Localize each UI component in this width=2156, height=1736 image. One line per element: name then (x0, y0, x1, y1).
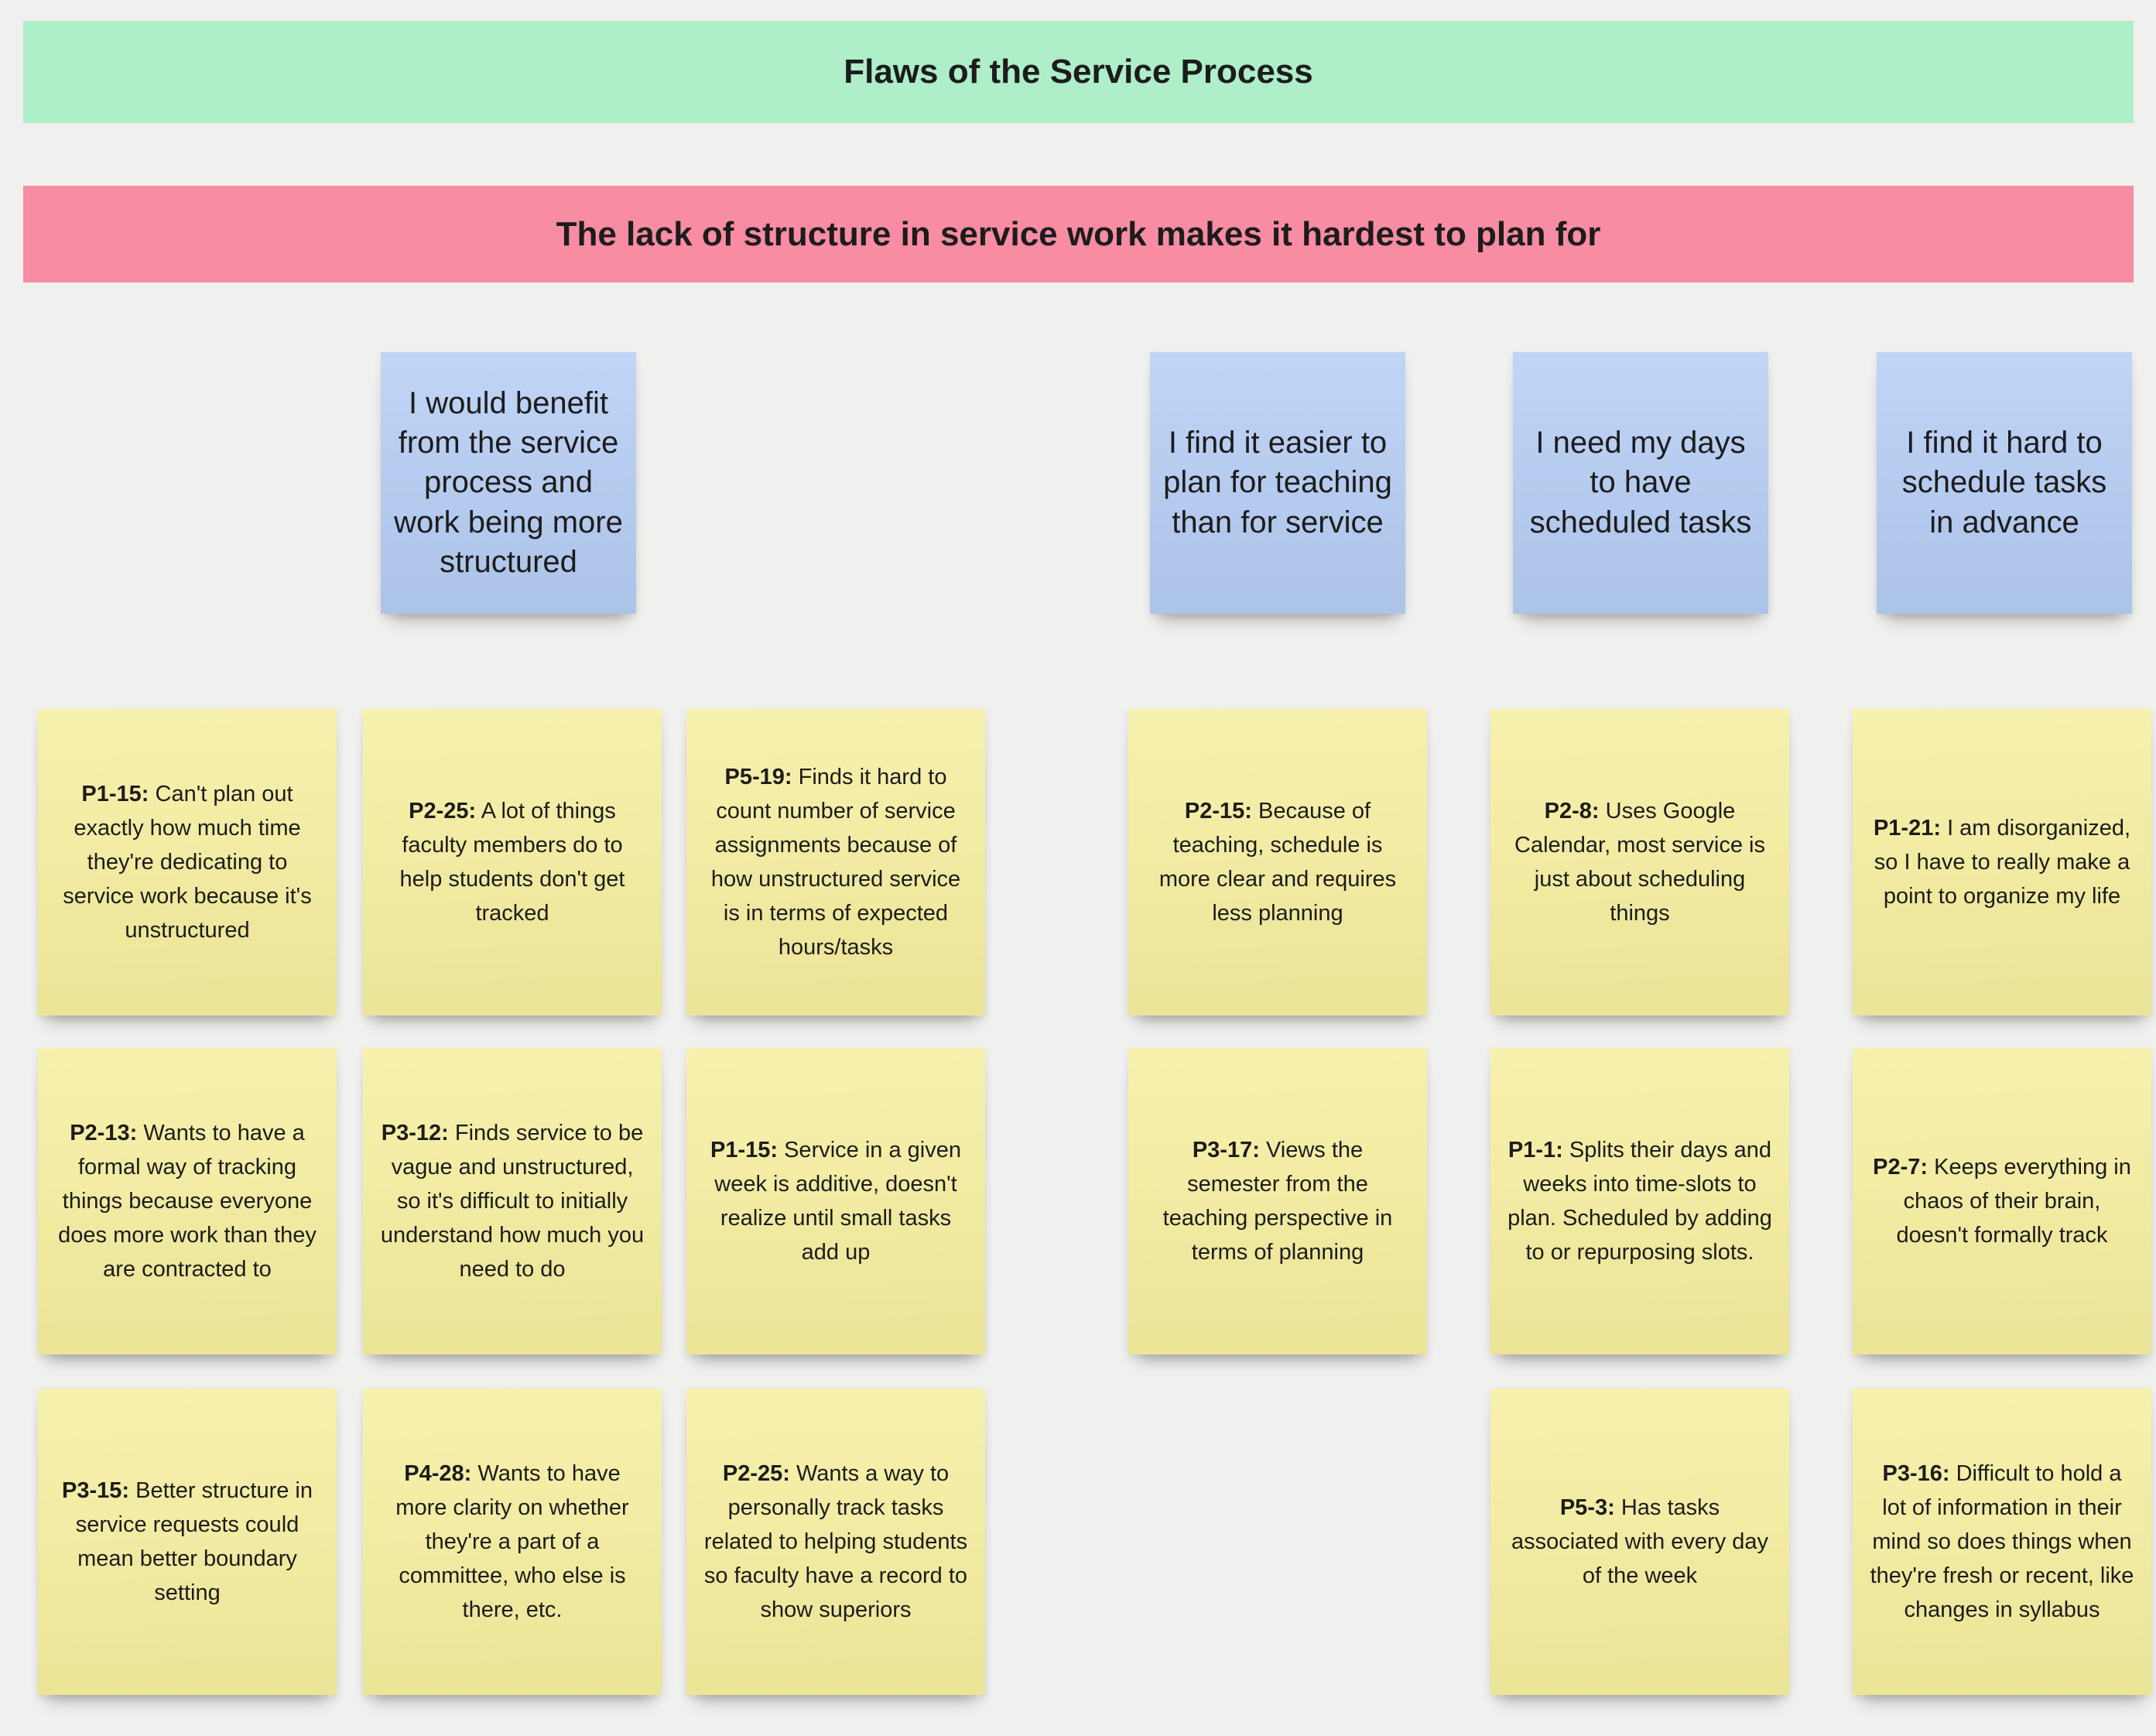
note-body: A lot of things faculty members do to he… (399, 798, 625, 926)
note-body: Finds service to be vague and unstructur… (380, 1120, 645, 1282)
group-header-note[interactable]: I would benefit from the service process… (381, 352, 636, 614)
participant-tag: P1-21: (1873, 815, 1941, 841)
note-text: I need my days to have scheduled tasks (1529, 426, 1752, 539)
participant-tag: P2-25: (722, 1460, 790, 1486)
note-body: Wants a way to personally track tasks re… (703, 1460, 968, 1623)
note-body: Better structure in service requests cou… (75, 1477, 313, 1606)
theme-banner[interactable]: The lack of structure in service work ma… (23, 186, 2134, 282)
note-text: P2-25: A lot of things faculty members d… (380, 794, 645, 930)
participant-tag: P5-19: (724, 764, 792, 789)
note-body: Wants to have a formal way of tracking t… (58, 1120, 317, 1282)
note-text: P1-21: I am disorganized, so I have to r… (1870, 811, 2134, 913)
group-header-note[interactable]: I need my days to have scheduled tasks (1513, 352, 1768, 614)
participant-tag: P1-15: (81, 781, 149, 806)
sticky-note[interactable]: P5-19: Finds it hard to count number of … (686, 709, 985, 1015)
note-text: P1-15: Can't plan out exactly how much t… (55, 777, 320, 947)
note-body: Wants to have more clarity on whether th… (395, 1460, 629, 1623)
board-title-text: Flaws of the Service Process (844, 53, 1313, 91)
participant-tag: P3-12: (381, 1120, 449, 1145)
participant-tag: P2-8: (1544, 798, 1600, 823)
participant-tag: P1-15: (710, 1137, 779, 1162)
note-body: Has tasks associated with every day of t… (1511, 1495, 1769, 1589)
sticky-note[interactable]: P2-7: Keeps everything in chaos of their… (1853, 1048, 2151, 1354)
note-text: P1-1: Splits their days and weeks into t… (1507, 1133, 1772, 1269)
note-text: P2-8: Uses Google Calendar, most service… (1507, 794, 1772, 930)
note-text: P2-13: Wants to have a formal way of tra… (55, 1116, 320, 1286)
note-body: Uses Google Calendar, most service is ju… (1514, 798, 1765, 926)
note-body: Can't plan out exactly how much time the… (63, 781, 312, 943)
participant-tag: P2-15: (1184, 798, 1252, 823)
note-body: Difficult to hold a lot of information i… (1870, 1460, 2134, 1623)
sticky-note[interactable]: P2-13: Wants to have a formal way of tra… (38, 1048, 337, 1354)
note-text: P3-16: Difficult to hold a lot of inform… (1870, 1457, 2134, 1627)
participant-tag: P3-16: (1882, 1460, 1950, 1486)
sticky-note[interactable]: P4-28: Wants to have more clarity on whe… (363, 1388, 662, 1695)
note-text: I find it hard to schedule tasks in adva… (1901, 426, 2107, 539)
participant-tag: P1-1: (1507, 1137, 1563, 1162)
note-text: I would benefit from the service process… (394, 386, 623, 579)
participant-tag: P3-15: (62, 1477, 130, 1503)
note-text: P2-7: Keeps everything in chaos of their… (1870, 1150, 2134, 1252)
sticky-note[interactable]: P1-15: Service in a given week is additi… (686, 1048, 985, 1354)
participant-tag: P2-25: (409, 798, 477, 823)
note-text: P5-3: Has tasks associated with every da… (1507, 1491, 1772, 1593)
note-text: P3-12: Finds service to be vague and uns… (380, 1116, 645, 1286)
group-header-note[interactable]: I find it easier to plan for teaching th… (1150, 352, 1405, 614)
sticky-note[interactable]: P3-15: Better structure in service reque… (38, 1388, 337, 1695)
note-text: I find it easier to plan for teaching th… (1163, 426, 1392, 539)
note-text: P2-25: Wants a way to personally track t… (703, 1457, 968, 1627)
sticky-note[interactable]: P2-25: Wants a way to personally track t… (686, 1388, 985, 1695)
sticky-note[interactable]: P1-21: I am disorganized, so I have to r… (1853, 709, 2151, 1015)
note-text: P1-15: Service in a given week is additi… (703, 1133, 968, 1269)
sticky-note[interactable]: P3-17: Views the semester from the teach… (1128, 1048, 1427, 1354)
sticky-note[interactable]: P1-15: Can't plan out exactly how much t… (38, 709, 337, 1015)
sticky-note[interactable]: P5-3: Has tasks associated with every da… (1490, 1388, 1789, 1695)
note-text: P2-15: Because of teaching, schedule is … (1145, 794, 1410, 930)
note-text: P5-19: Finds it hard to count number of … (703, 760, 968, 964)
participant-tag: P2-7: (1873, 1154, 1928, 1180)
board-title-banner[interactable]: Flaws of the Service Process (23, 21, 2134, 123)
note-text: P3-15: Better structure in service reque… (55, 1474, 320, 1610)
group-header-note[interactable]: I find it hard to schedule tasks in adva… (1877, 352, 2132, 614)
note-body: Keeps everything in chaos of their brain… (1896, 1154, 2131, 1248)
sticky-note[interactable]: P3-16: Difficult to hold a lot of inform… (1853, 1388, 2151, 1695)
note-body: Because of teaching, schedule is more cl… (1158, 798, 1397, 926)
note-text: P4-28: Wants to have more clarity on whe… (380, 1457, 645, 1627)
note-body: Finds it hard to count number of service… (710, 764, 961, 960)
note-body: Views the semester from the teaching per… (1162, 1137, 1393, 1265)
note-text: P3-17: Views the semester from the teach… (1145, 1133, 1410, 1269)
participant-tag: P4-28: (404, 1460, 472, 1486)
note-body: Splits their days and weeks into time-sl… (1507, 1137, 1772, 1265)
sticky-note[interactable]: P3-12: Finds service to be vague and uns… (363, 1048, 662, 1354)
theme-banner-text: The lack of structure in service work ma… (556, 214, 1601, 253)
sticky-note[interactable]: P1-1: Splits their days and weeks into t… (1490, 1048, 1789, 1354)
sticky-note[interactable]: P2-15: Because of teaching, schedule is … (1128, 709, 1427, 1015)
participant-tag: P2-13: (70, 1120, 138, 1145)
sticky-note[interactable]: P2-8: Uses Google Calendar, most service… (1490, 709, 1789, 1015)
participant-tag: P5-3: (1559, 1495, 1615, 1520)
note-body: Service in a given week is additive, doe… (714, 1137, 961, 1265)
participant-tag: P3-17: (1192, 1137, 1260, 1162)
note-body: I am disorganized, so I have to really m… (1874, 815, 2131, 909)
sticky-note[interactable]: P2-25: A lot of things faculty members d… (363, 709, 662, 1015)
